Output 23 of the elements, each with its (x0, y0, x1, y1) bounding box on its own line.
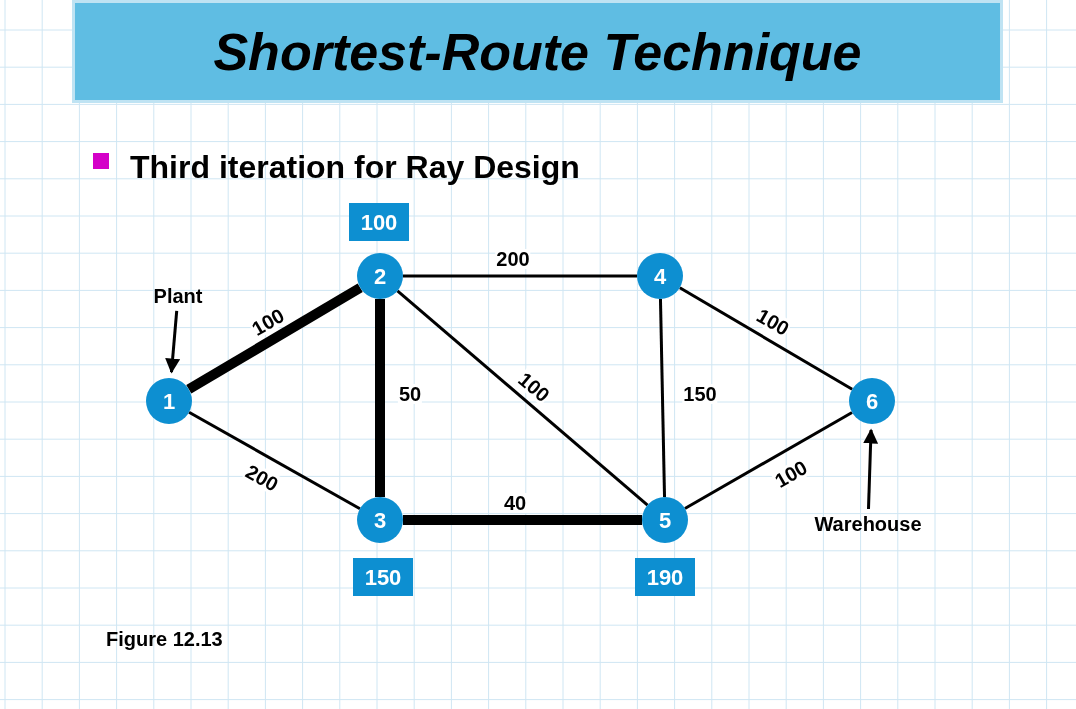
bullet-text: Third iteration for Ray Design (130, 148, 580, 187)
route-line (375, 299, 385, 497)
route-line (403, 515, 642, 525)
node-caption: Warehouse (801, 511, 935, 537)
route-line (186, 283, 363, 394)
route-line (396, 289, 649, 507)
route-line (684, 411, 853, 510)
route-line (679, 286, 853, 391)
leader-arrow (165, 310, 181, 374)
route-line (188, 411, 361, 510)
node-caption: Plant (147, 283, 209, 309)
leader-arrow (863, 428, 879, 510)
route-line (403, 274, 637, 278)
cost-label: 150 (353, 558, 413, 596)
edge-label: 40 (502, 493, 528, 513)
edge-label: 200 (495, 249, 531, 269)
cost-label: 190 (635, 558, 695, 596)
route-line (658, 298, 667, 498)
cost-label: 100 (349, 203, 409, 241)
title: Shortest-Route Technique (213, 21, 862, 83)
edge-label: 150 (682, 384, 718, 404)
edge-label: 50 (397, 384, 423, 404)
figure-caption: Figure 12.13 (106, 627, 223, 652)
